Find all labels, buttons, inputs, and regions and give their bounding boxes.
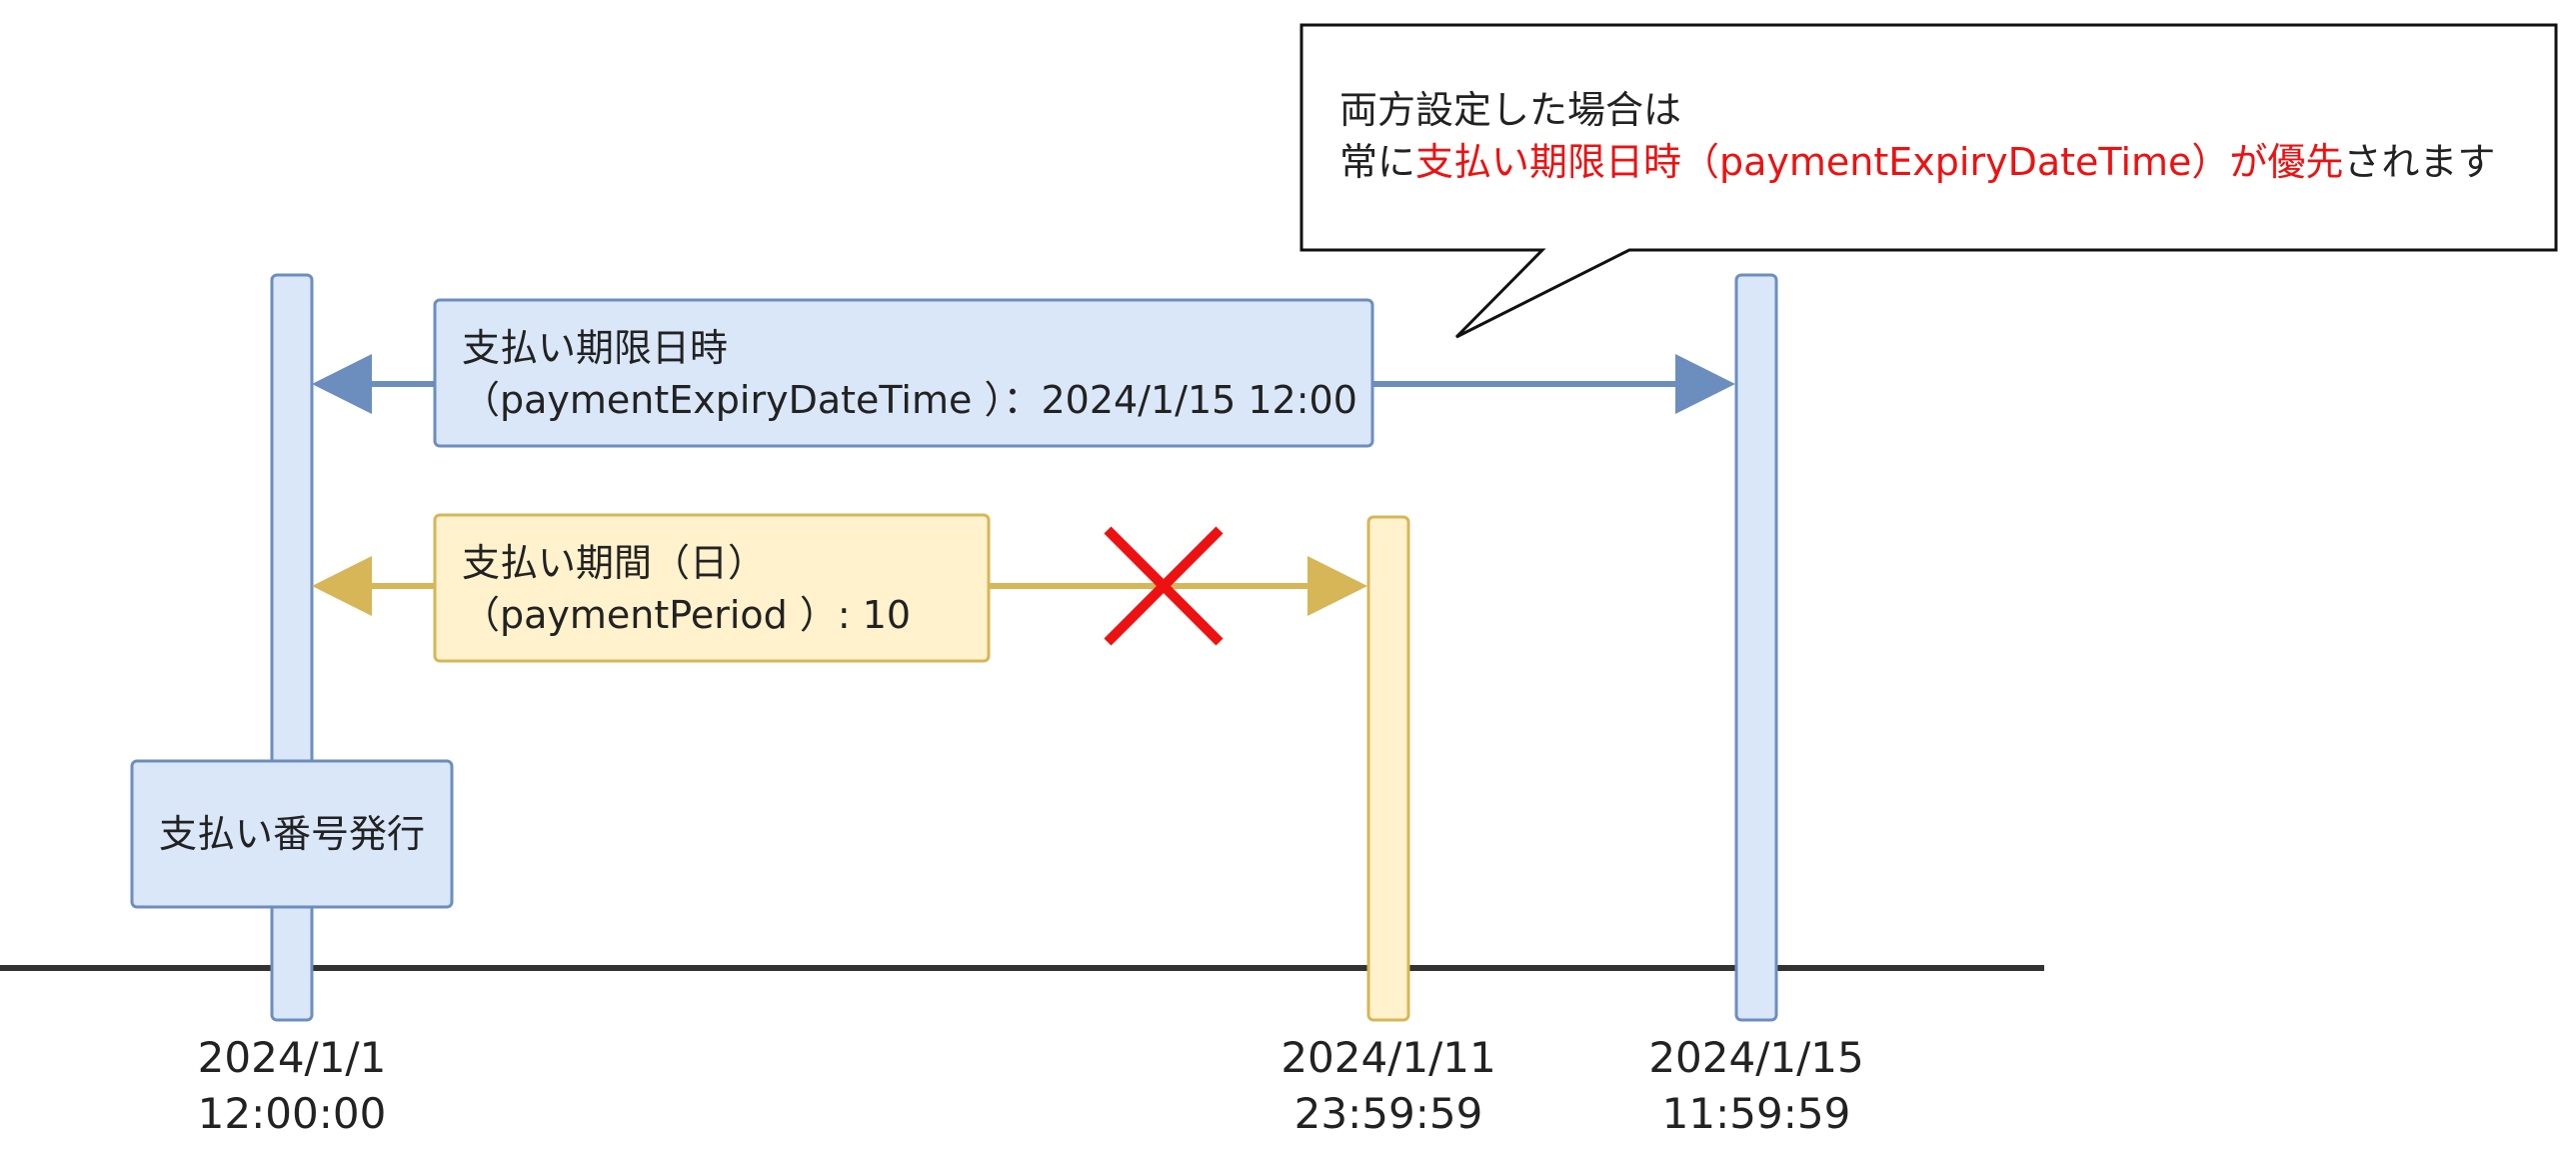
period-box-text: 支払い期間（日） （paymentPeriod ）: 10: [462, 537, 911, 641]
time-period-end: 23:59:59: [1293, 1089, 1483, 1138]
issue-box-text: 支払い番号発行: [132, 808, 452, 860]
date-period-end: 2024/1/11: [1281, 1033, 1496, 1082]
expiry-box-text: 支払い期限日時 （paymentExpiryDateTime ）：2024/1/…: [462, 322, 1357, 426]
date-label-expiry-end: 2024/1/15 11:59:59: [1606, 1030, 1906, 1142]
callout-highlight: 支払い期限日時（paymentExpiryDateTime）が優先: [1415, 140, 2344, 184]
date-start: 2024/1/1: [197, 1033, 387, 1082]
period-end-bar: [1366, 515, 1410, 1022]
expiry-end-bar: [1734, 273, 1778, 1022]
period-value: （paymentPeriod ）: 10: [462, 593, 912, 637]
issue-label: 支払い番号発行: [158, 812, 425, 856]
expiry-label: 支払い期限日時: [462, 326, 729, 370]
callout-line2: 常に支払い期限日時（paymentExpiryDateTime）が優先されます: [1339, 136, 2495, 188]
date-expiry-end: 2024/1/15: [1648, 1033, 1864, 1082]
expiry-value: （paymentExpiryDateTime ）：2024/1/15 12:00: [462, 378, 1357, 422]
period-box: [433, 513, 991, 663]
date-label-period-end: 2024/1/11 23:59:59: [1239, 1030, 1538, 1142]
callout-line1: 両方設定した場合は: [1339, 88, 1682, 132]
cross-icon: [1104, 526, 1224, 646]
time-expiry-end: 11:59:59: [1661, 1089, 1851, 1138]
period-label: 支払い期間（日）: [462, 541, 767, 585]
callout-suffix: されます: [2343, 140, 2496, 184]
callout-prefix: 常に: [1339, 140, 1416, 184]
date-label-start: 2024/1/1 12:00:00: [142, 1030, 442, 1142]
issue-box: [130, 759, 454, 909]
callout-bubble: [1299, 23, 2558, 339]
time-start: 12:00:00: [197, 1089, 387, 1138]
expiry-box: [433, 298, 1374, 448]
callout-text: 両方設定した場合は 常に支払い期限日時（paymentExpiryDateTim…: [1339, 84, 2495, 188]
